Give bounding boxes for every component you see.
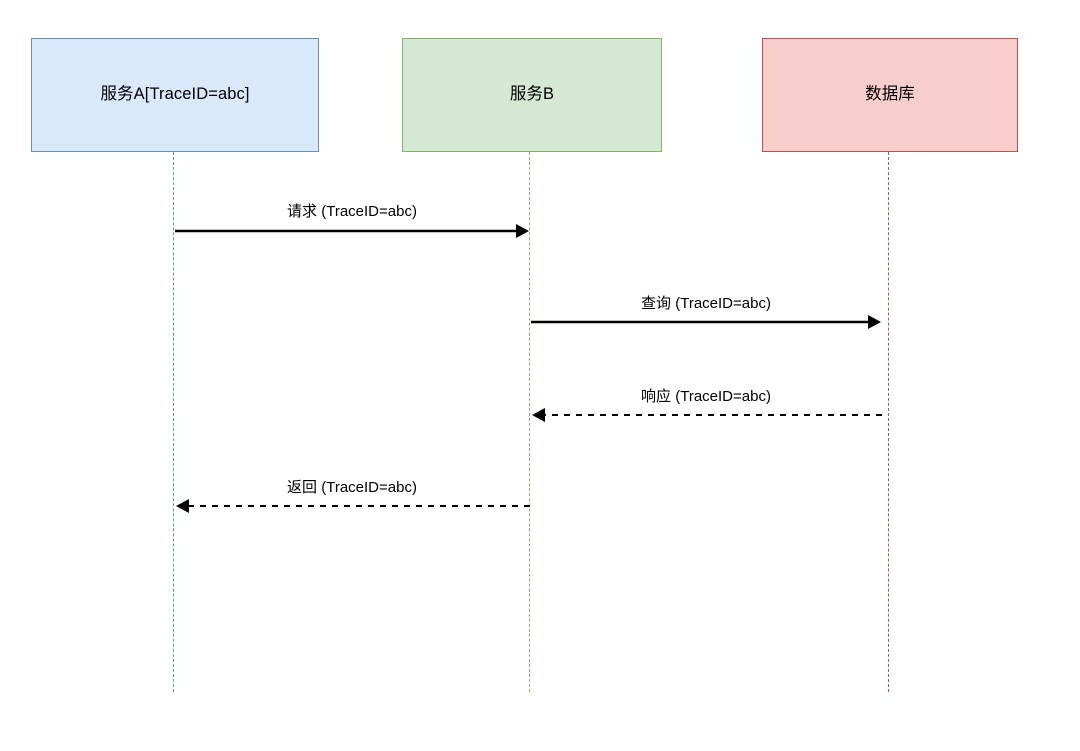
participant-label-database: 数据库 [865, 85, 915, 104]
lifeline-service-a [173, 152, 174, 692]
message-arrow-request [175, 224, 529, 238]
participant-box-service-b[interactable]: 服务B [402, 38, 662, 152]
participant-label-service-a: 服务A[TraceID=abc] [100, 85, 250, 104]
message-arrow-return [176, 499, 530, 513]
participant-label-service-b: 服务B [509, 85, 555, 104]
message-label-return: 返回 (TraceID=abc) [287, 479, 417, 496]
participant-box-service-a[interactable]: 服务A[TraceID=abc] [31, 38, 319, 152]
message-label-response: 响应 (TraceID=abc) [641, 388, 771, 405]
message-arrow-query [531, 315, 881, 329]
message-arrow-response [532, 408, 882, 422]
message-label-query: 查询 (TraceID=abc) [641, 295, 771, 312]
lifeline-database [888, 152, 889, 692]
lifeline-service-b [529, 152, 530, 692]
message-label-request: 请求 (TraceID=abc) [287, 203, 417, 220]
participant-box-database[interactable]: 数据库 [762, 38, 1018, 152]
